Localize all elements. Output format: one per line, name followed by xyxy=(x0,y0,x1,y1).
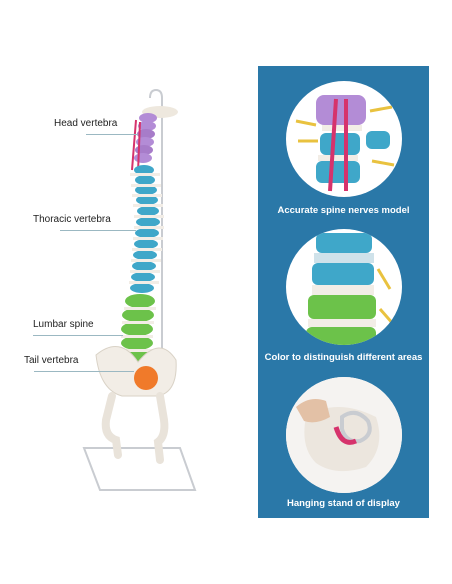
feature-photo-stand xyxy=(286,377,402,493)
pelvis-section xyxy=(95,346,177,464)
feature-caption-colors: Color to distinguish different areas xyxy=(264,352,423,363)
label-thoracic-vertebra: Thoracic vertebra xyxy=(33,214,111,225)
cervical-section xyxy=(131,106,178,173)
leader-line-thoracic xyxy=(60,230,136,231)
label-head-vertebra: Head vertebra xyxy=(54,118,118,129)
label-lumbar-spine: Lumbar spine xyxy=(33,319,94,330)
label-tail-vertebra: Tail vertebra xyxy=(24,355,79,366)
leader-line-tail xyxy=(34,371,134,372)
thoracic-section xyxy=(129,165,164,293)
feature-photo-colors xyxy=(286,229,402,345)
leader-line-lumbar xyxy=(33,335,123,336)
feature-caption-nerves: Accurate spine nerves model xyxy=(277,205,410,216)
spine-model-area: Head vertebra Thoracic vertebra Lumbar s… xyxy=(24,88,197,491)
nerves-closeup-illustration xyxy=(295,95,395,192)
feature-panel: Accurate spine nerves model Color to dis… xyxy=(258,66,429,518)
hanging-stand-closeup-illustration xyxy=(286,377,402,493)
color-areas-closeup-illustration xyxy=(306,233,396,345)
leader-line-head xyxy=(86,134,138,135)
feature-caption-stand: Hanging stand of display xyxy=(287,498,400,509)
spine-model-illustration xyxy=(82,88,197,491)
feature-photo-nerves xyxy=(286,81,402,197)
